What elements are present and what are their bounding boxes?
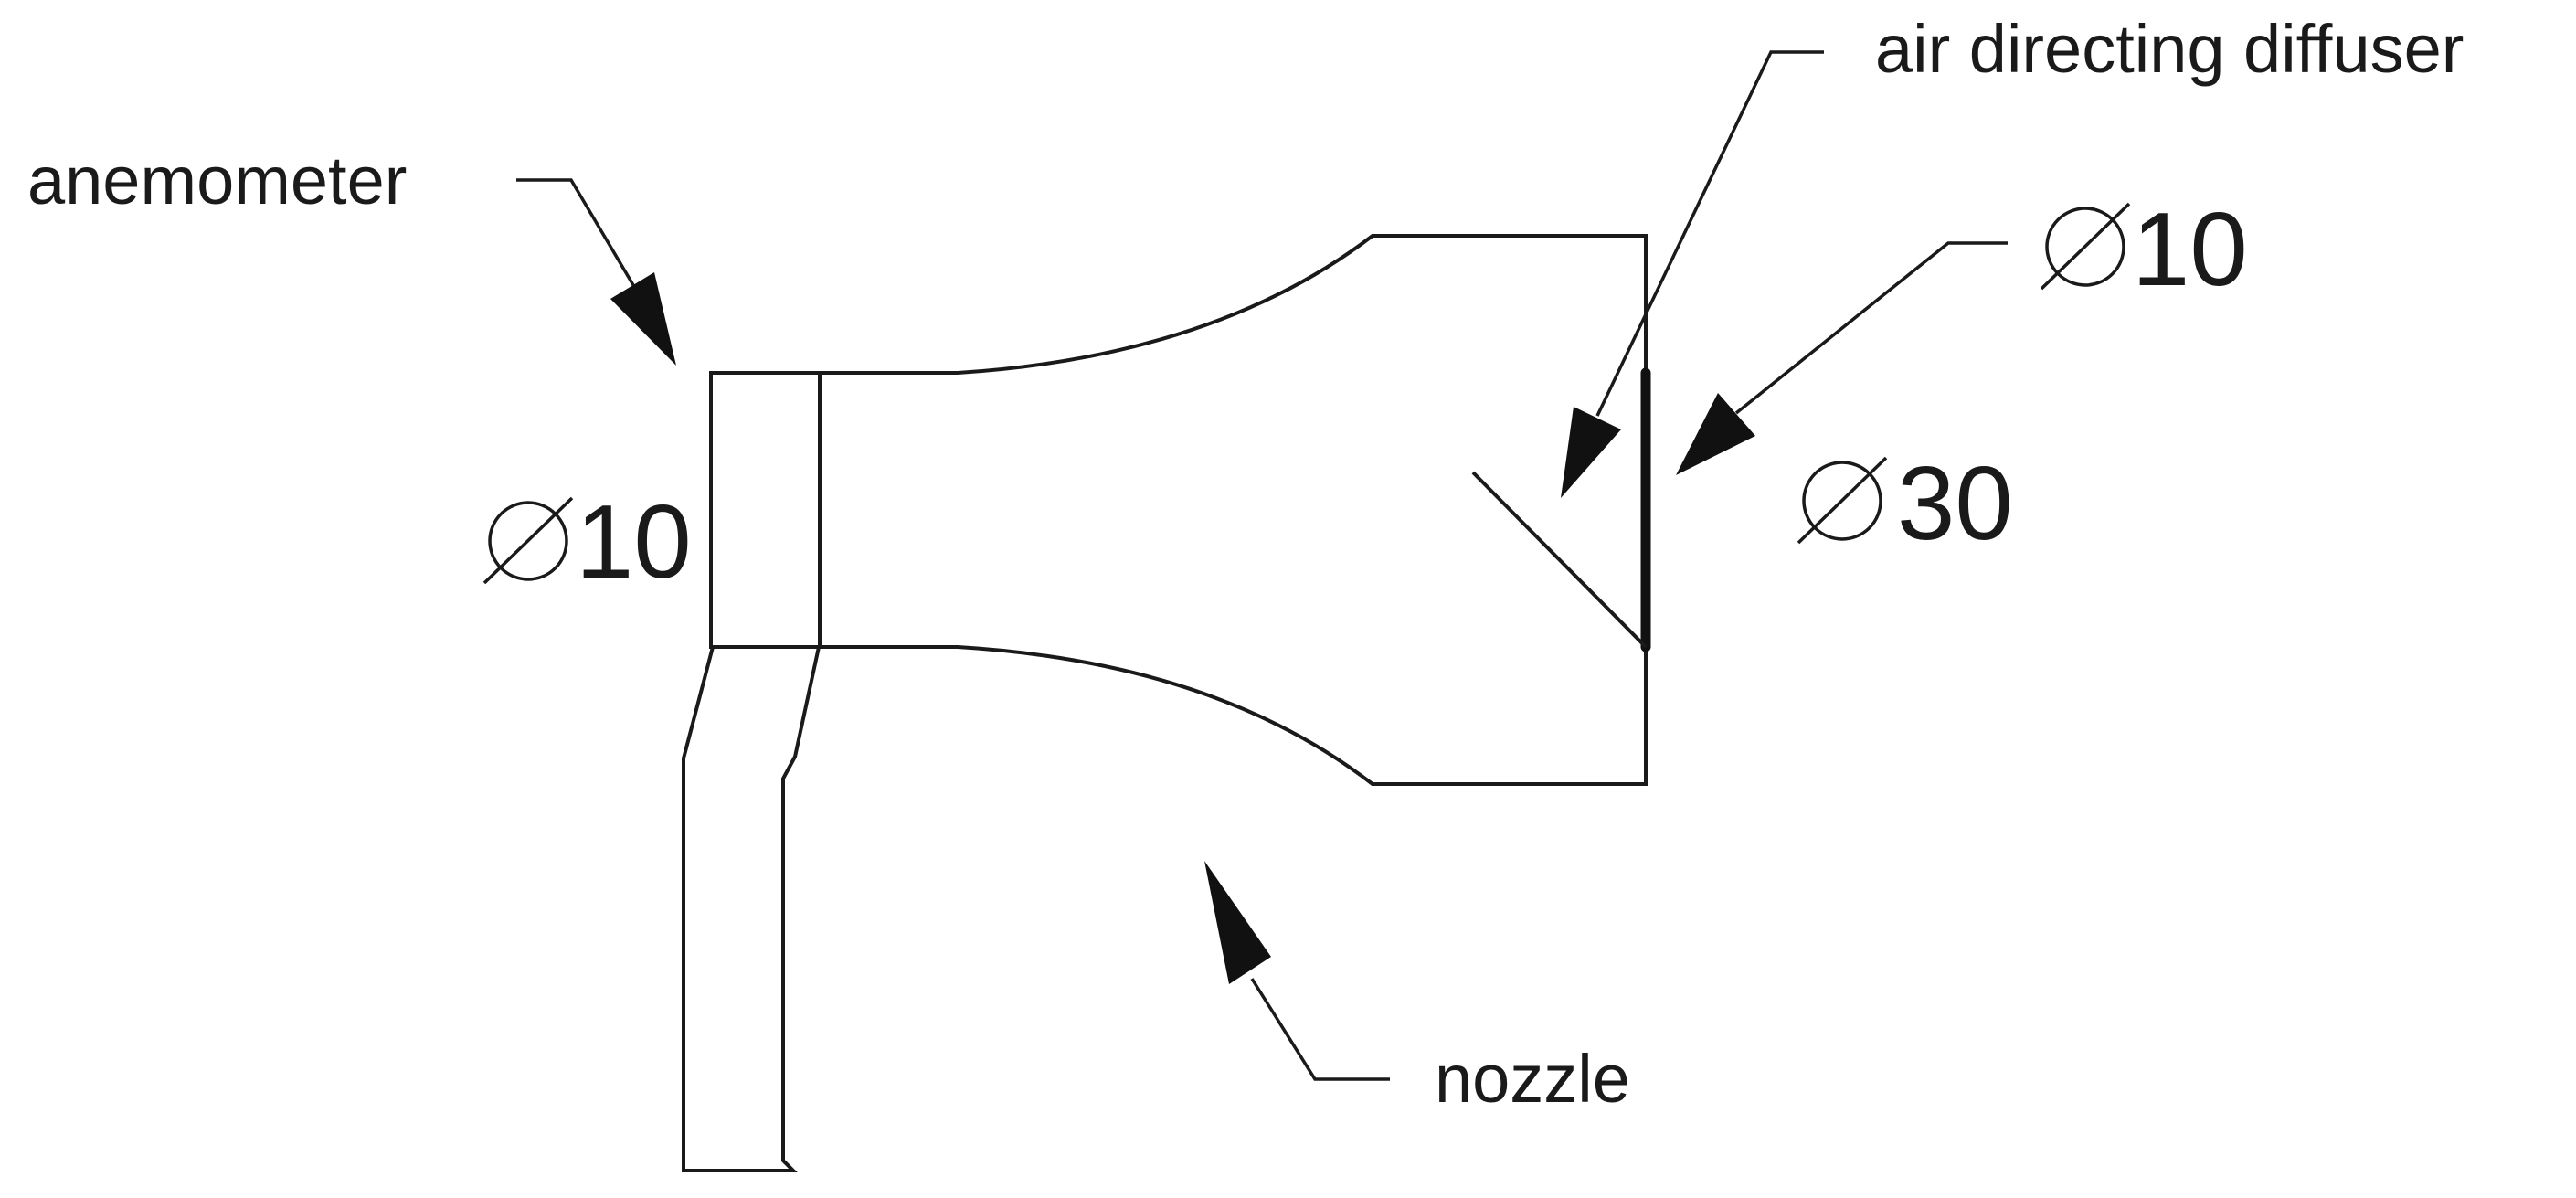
air-directing-diffuser-label: air directing diffuser xyxy=(1875,11,2464,87)
nozzle-leader xyxy=(1250,978,1390,1081)
anemometer-housing xyxy=(709,371,822,649)
nozzle-arrowhead xyxy=(1204,861,1271,984)
anemometer-label: anemometer xyxy=(27,143,407,218)
diffuser-diameter-value: 10 xyxy=(2132,192,2248,308)
outlet-diameter-symbol xyxy=(1797,456,1888,545)
anemometer-leader xyxy=(516,178,635,286)
anemometer-arrowhead xyxy=(610,272,676,366)
inlet-diameter-symbol xyxy=(482,496,574,585)
diffuser-deflector xyxy=(1471,471,1648,649)
nozzle-label: nozzle xyxy=(1435,1041,1630,1117)
nozzle-body xyxy=(820,234,1648,786)
diffuser-leader xyxy=(1595,50,1824,417)
diffuser-dim-arrowhead xyxy=(1676,393,1755,475)
inlet-diameter-value: 10 xyxy=(576,484,692,600)
diffuser-arrowhead xyxy=(1561,407,1621,498)
diffuser-dim-leader xyxy=(1734,241,2008,415)
handle xyxy=(682,646,821,1172)
outlet-diameter-value: 30 xyxy=(1897,446,2013,562)
diffuser-diameter-symbol xyxy=(2040,202,2131,291)
